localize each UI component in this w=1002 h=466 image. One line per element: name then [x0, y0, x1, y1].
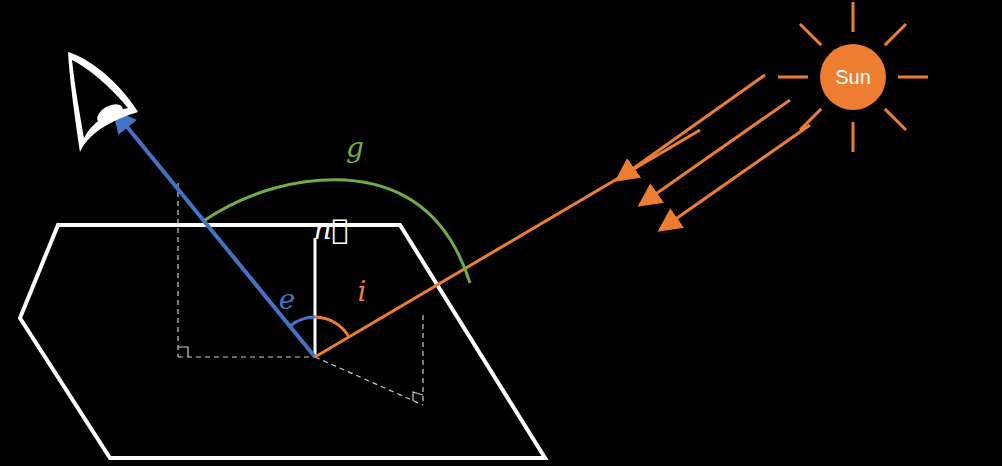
sun-rays	[778, 2, 928, 152]
phase-angle-label: g	[346, 134, 364, 162]
sun-label: Sun	[835, 66, 871, 89]
normal-label: n⃗	[314, 216, 349, 244]
eye-icon	[68, 52, 138, 152]
incidence-angle-arc	[315, 317, 349, 337]
phase-angle-arc	[205, 180, 470, 283]
emission-angle-arc	[290, 317, 315, 326]
surface-plane	[20, 225, 545, 458]
sun-circle: Sun	[820, 44, 886, 110]
right-angle-marks	[178, 347, 423, 401]
view-ray	[115, 112, 315, 357]
normal-line	[314, 238, 317, 357]
incident-ray	[315, 130, 700, 357]
projection-lines	[178, 183, 423, 405]
sunlight-arrows	[617, 75, 810, 230]
incidence-angle-label: i	[358, 278, 367, 306]
emission-angle-label: e	[279, 286, 296, 314]
